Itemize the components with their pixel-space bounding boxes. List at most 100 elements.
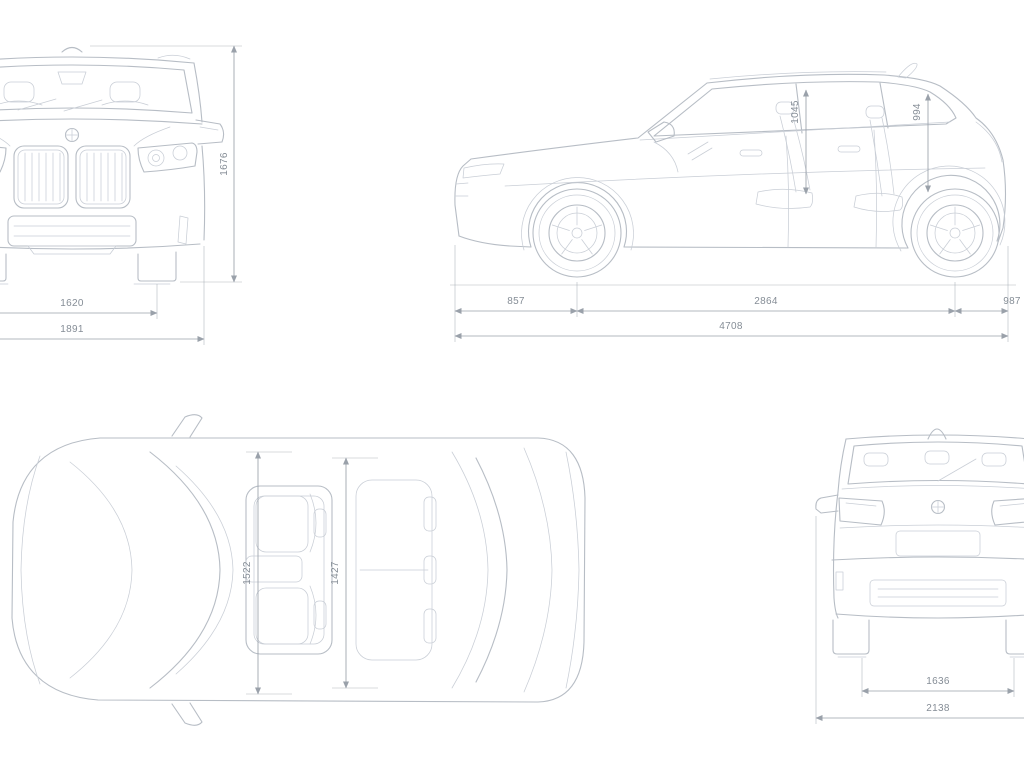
interior-width-front-value: 1522 (242, 561, 253, 585)
side-rear-arch (901, 174, 1001, 249)
side-front-arch-cladding (521, 177, 634, 251)
front-track-value: 1620 (60, 298, 84, 309)
rear-mirror-left (815, 494, 839, 514)
rear-wiper (937, 458, 977, 482)
rear-bumper-bottom (835, 613, 1024, 619)
rear-body-sides (832, 491, 839, 619)
front-roof (0, 56, 195, 64)
front-seat-backrest (779, 113, 811, 193)
ext-front-width (203, 246, 205, 345)
side-antenna-fin (897, 62, 918, 79)
rear-door-cut (873, 129, 878, 249)
front-headlight-ring (147, 149, 165, 167)
dim-front-track: 1620 (0, 284, 158, 319)
side-front-arch (527, 181, 628, 248)
steering-wheel (687, 141, 713, 161)
interior-height-front-value: 1045 (790, 100, 801, 124)
front-door-cut (785, 135, 790, 248)
side-headlight (462, 163, 505, 179)
kidney-grille-left-inner (17, 149, 65, 205)
rear-reflector-left (835, 571, 844, 591)
side-grille-lines (455, 182, 469, 197)
side-rocker (623, 246, 909, 249)
top-view-drawing (11, 414, 586, 726)
ext-side-verticals (454, 245, 1009, 342)
rear-bumper-top (831, 556, 1024, 561)
rear-rim (926, 204, 984, 262)
rear-door-handle (837, 145, 861, 153)
dim-side-interior-front: 1045 (790, 89, 809, 195)
dim-front-height: 1676 (90, 45, 242, 283)
front-headlight-right (137, 142, 198, 173)
rear-tire (910, 188, 1000, 278)
front-body-sides (201, 145, 206, 241)
passenger-headrest (313, 600, 327, 630)
front-height-value: 1676 (219, 152, 230, 176)
dim-side-rear-overhang: 987 (954, 296, 1021, 314)
side-body-outline (454, 73, 1007, 243)
front-seat-shoulders (0, 100, 149, 106)
front-hood-line (0, 118, 203, 125)
rear-headrest-left (423, 496, 437, 532)
brand-roundel-front-cross (65, 128, 79, 142)
front-bumper-bottom (0, 243, 201, 250)
rear-window-headrest-right (981, 452, 1007, 467)
rear-window-headrest-left (863, 452, 889, 467)
passenger-seat-backrest (309, 585, 317, 645)
trunk-contour (839, 524, 1024, 529)
side-glasshouse (653, 81, 957, 137)
tailgate-top-line (841, 485, 1024, 490)
front-windshield (0, 64, 193, 114)
front-mirror-right-detail (199, 126, 219, 131)
rear-roof (845, 434, 1024, 440)
wheelbase-value: 2864 (754, 296, 778, 307)
rear-headrest-right (423, 608, 437, 644)
front-skid-plate (27, 245, 117, 255)
dim-side-interior-rear: 994 (912, 93, 931, 193)
b-pillar (795, 83, 803, 134)
front-dimensions: 1676 1620 1891 (0, 45, 242, 345)
side-mirror (647, 121, 675, 143)
rear-diffuser-slats (877, 588, 999, 598)
front-headlight-ring-inner (152, 154, 160, 162)
side-dimensions: 1045 994 857 2864 987 4708 (450, 89, 1021, 342)
top-windshield (149, 451, 221, 689)
grille-slats-left (24, 152, 61, 202)
front-wheel-left (0, 253, 7, 282)
front-lower-intake (7, 215, 137, 247)
front-intake-slats (13, 225, 131, 237)
sunroof-inner (253, 495, 325, 645)
front-tire (532, 188, 622, 278)
front-view-drawing (0, 46, 225, 285)
rear-window-headrest-center (924, 450, 950, 465)
dim-side-length: 4708 (454, 321, 1009, 339)
rear-wheel-left (832, 619, 870, 655)
front-width-value: 1891 (60, 324, 84, 335)
top-rear-window-inner (451, 451, 489, 689)
kidney-grille-left (13, 145, 69, 209)
center-console (245, 555, 303, 583)
brand-roundel-rear-cross (931, 500, 945, 514)
top-body-outline (11, 437, 586, 703)
top-dimensions: 1522 1427 (242, 451, 378, 695)
front-headrest-left (3, 81, 35, 103)
front-tire-inner (538, 194, 616, 272)
character-line (504, 167, 986, 187)
front-rim (548, 204, 606, 262)
taillight-right-inner (999, 503, 1024, 507)
length-value: 4708 (719, 321, 743, 332)
driver-seat-cushion (255, 495, 309, 553)
rear-tire-inner (916, 194, 994, 272)
rear-overhang-value: 987 (1003, 296, 1021, 307)
driver-headrest (313, 508, 327, 538)
front-headlight-left (0, 146, 7, 173)
top-hatch-line (523, 447, 553, 693)
rear-diffuser (869, 579, 1007, 607)
front-roof-rails (157, 54, 191, 60)
front-spokes (551, 206, 603, 255)
front-antenna-fin (61, 46, 83, 53)
dim-side-wheelbase: 2864 (576, 296, 956, 314)
dim-top-front-width: 1522 (242, 451, 292, 695)
rear-hub (949, 227, 961, 239)
top-front-bumper-line (20, 455, 41, 685)
